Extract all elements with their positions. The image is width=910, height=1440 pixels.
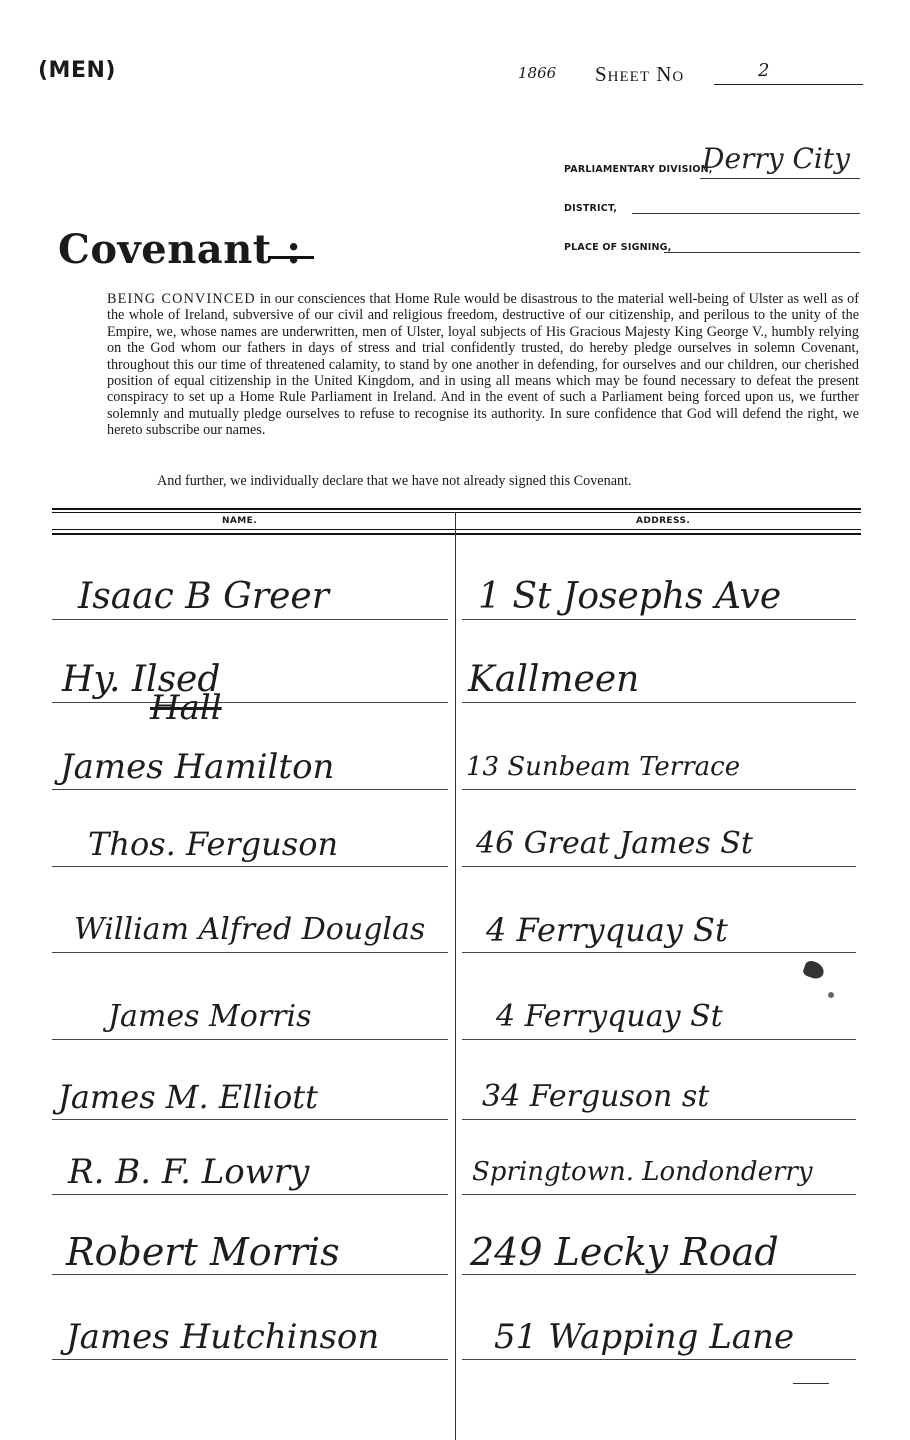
name-rule — [52, 1194, 448, 1195]
division-line — [700, 178, 860, 179]
entry-address: Kallmeen — [468, 659, 640, 700]
covenant-text: BEING CONVINCED in our consciences that … — [107, 291, 859, 439]
entry-name: James Morris — [108, 999, 312, 1034]
name-rule — [52, 952, 448, 953]
column-divider — [455, 512, 456, 1440]
entry-name: Robert Morris — [66, 1230, 340, 1274]
district-label: DISTRICT, — [564, 203, 618, 214]
address-rule — [462, 1039, 856, 1040]
table-head-rule — [52, 529, 861, 530]
men-label: (MEN) — [38, 58, 116, 83]
address-rule — [462, 1359, 856, 1360]
struck-word: Hall — [150, 688, 222, 728]
entry-address: Springtown. Londonderry — [472, 1157, 813, 1187]
entry-name: R. B. F. Lowry — [68, 1152, 310, 1192]
table-head-rule-inner — [52, 533, 861, 535]
entry-name: Isaac B Greer — [78, 576, 329, 617]
place-line — [664, 252, 860, 253]
name-rule — [52, 1359, 448, 1360]
ink-blot — [801, 959, 827, 981]
entry-address: 13 Sunbeam Terrace — [466, 752, 741, 782]
entry-address: 249 Lecky Road — [470, 1230, 779, 1274]
entry-name: Thos. Ferguson — [88, 825, 339, 863]
sheet-number-block: 1866 Sheet No 2 — [518, 60, 863, 92]
entry-address: 4 Ferryquay St — [496, 999, 723, 1034]
name-header: NAME. — [222, 516, 258, 526]
entry-name: James Hamilton — [60, 747, 335, 787]
division-value: Derry City — [702, 142, 850, 175]
covenant-body: in our consciences that Home Rule would … — [107, 291, 859, 439]
address-rule — [462, 619, 856, 620]
name-rule — [52, 702, 448, 703]
address-rule — [462, 866, 856, 867]
division-label: PARLIAMENTARY DIVISION, — [564, 164, 713, 175]
title-dash — [268, 256, 314, 259]
entry-address: 34 Ferguson st — [482, 1079, 710, 1114]
address-rule — [462, 952, 856, 953]
table-top-rule — [52, 508, 861, 510]
sheet-label: Sheet No — [595, 62, 685, 86]
entry-name: James M. Elliott — [58, 1078, 318, 1116]
covenant-lead: BEING CONVINCED — [107, 291, 256, 307]
address-rule — [462, 1274, 856, 1275]
covenant-title: Covenant : — [58, 226, 302, 273]
covenant-further: And further, we individually declare tha… — [157, 473, 632, 489]
name-rule — [52, 789, 448, 790]
address-rule — [462, 1119, 856, 1120]
address-header: ADDRESS. — [636, 516, 691, 526]
entry-name: William Alfred Douglas — [74, 912, 426, 947]
ink-dot — [828, 992, 834, 998]
entry-name: Hy. Ilsed — [62, 659, 221, 700]
name-rule — [52, 1119, 448, 1120]
year-note: 1866 — [518, 64, 557, 82]
entry-name: James Hutchinson — [66, 1317, 380, 1357]
pen-flourish — [793, 1383, 829, 1384]
name-rule — [52, 1274, 448, 1275]
name-rule — [52, 1039, 448, 1040]
sheet-number: 2 — [758, 60, 770, 81]
district-line — [632, 213, 860, 214]
entry-address: 46 Great James St — [476, 826, 753, 861]
sheet-number-line — [714, 84, 863, 85]
table-top-rule-inner — [52, 512, 861, 513]
entry-address: 4 Ferryquay St — [486, 911, 728, 949]
address-rule — [462, 702, 856, 703]
entry-address: 51 Wapping Lane — [494, 1317, 795, 1357]
address-rule — [462, 789, 856, 790]
name-rule — [52, 866, 448, 867]
name-rule — [52, 619, 448, 620]
place-label: PLACE OF SIGNING, — [564, 242, 672, 253]
entry-address: 1 St Josephs Ave — [478, 576, 782, 617]
address-rule — [462, 1194, 856, 1195]
